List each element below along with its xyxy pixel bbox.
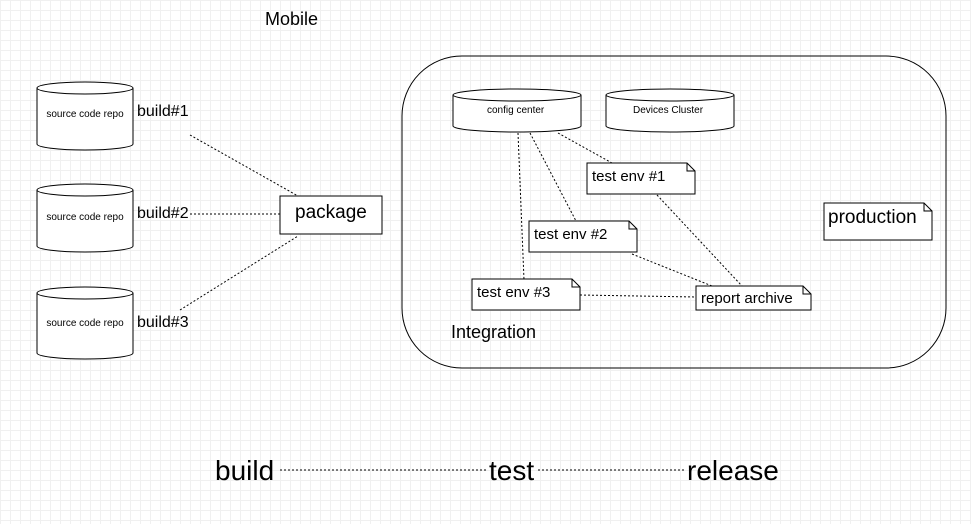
test-env-3-note[interactable] — [471, 278, 581, 311]
connector-testenv3-report — [579, 294, 697, 298]
source-repo-1-label: source code repo — [46, 109, 124, 120]
test-env-1-note[interactable] — [586, 162, 696, 195]
test-env-2-note[interactable] — [528, 220, 638, 253]
test-env-2-label: test env #2 — [534, 226, 608, 243]
package-box[interactable] — [279, 195, 383, 235]
connectors — [179, 132, 743, 471]
test-env-1-label: test env #1 — [592, 168, 666, 185]
test-env-3-label: test env #3 — [477, 284, 551, 301]
connector-build3-package — [179, 235, 299, 311]
source-repo-1-cylinder[interactable] — [36, 81, 134, 151]
integration-container[interactable] — [401, 55, 947, 369]
source-repo-3-cylinder[interactable] — [36, 286, 134, 360]
pipeline-test-label: test — [489, 455, 535, 486]
build-1-label: build#1 — [137, 103, 189, 120]
source-repo-2-cylinder[interactable] — [36, 183, 134, 253]
connector-config-testenv2 — [529, 132, 577, 222]
production-note[interactable] — [823, 202, 933, 241]
connector-config-testenv3 — [517, 132, 525, 281]
diagram-title: Mobile — [265, 9, 319, 29]
pipeline-release-label: release — [687, 455, 779, 486]
report-archive-note[interactable] — [695, 285, 812, 311]
package-label: package — [295, 202, 367, 223]
source-repo-3-label: source code repo — [46, 318, 124, 329]
report-archive-label: report archive — [701, 290, 793, 307]
integration-label: Integration — [451, 322, 537, 342]
build-2-label: build#2 — [137, 205, 189, 222]
production-label: production — [828, 207, 917, 228]
config-center-label: config center — [487, 105, 545, 116]
build-3-label: build#3 — [137, 314, 189, 331]
connector-build1-package — [189, 134, 299, 197]
source-repo-2-label: source code repo — [46, 212, 124, 223]
connector-testenv1-report — [656, 194, 743, 287]
connector-testenv2-report — [631, 253, 713, 287]
devices-cluster-label: Devices Cluster — [633, 105, 704, 116]
pipeline-build-label: build — [215, 455, 275, 486]
connector-config-testenv1 — [557, 132, 613, 164]
config-center-cylinder[interactable] — [452, 88, 582, 133]
devices-cluster-cylinder[interactable] — [605, 88, 735, 133]
